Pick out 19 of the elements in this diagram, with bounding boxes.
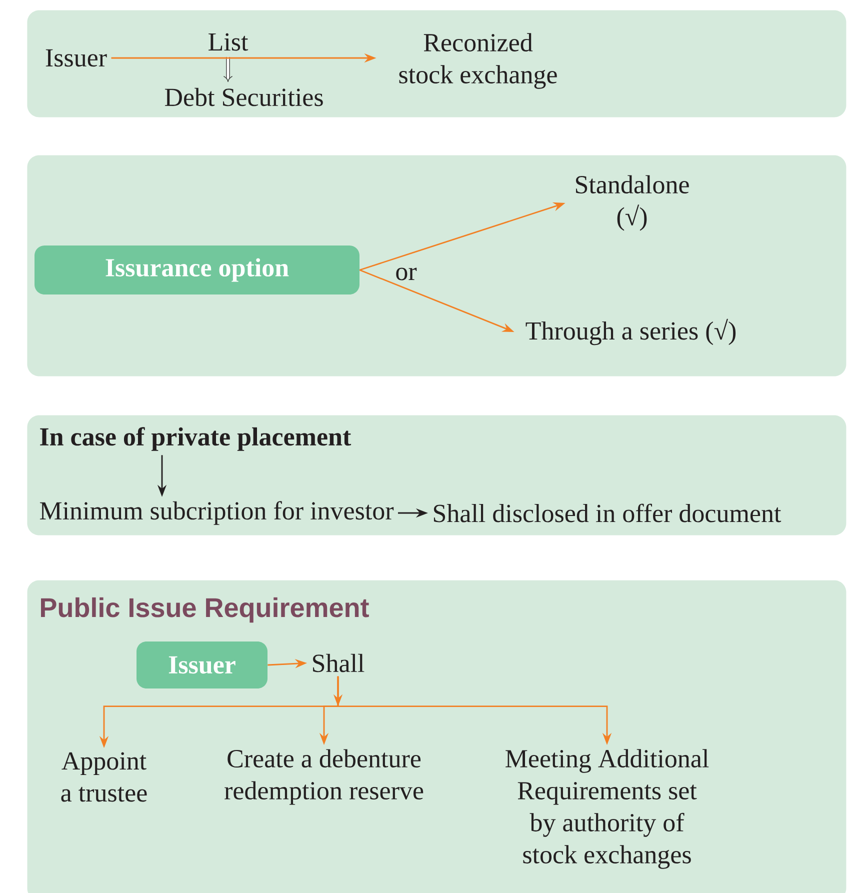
text-label: Shall disclosed in offer document bbox=[434, 504, 782, 522]
text-label: or bbox=[396, 268, 417, 280]
heading-text: In case of private placement bbox=[40, 427, 352, 451]
option-box: Issuer bbox=[136, 642, 268, 688]
text-label: Reconized stock exchange bbox=[399, 33, 557, 89]
option-box: Issurance option bbox=[34, 246, 360, 294]
text-label: Create a debenture redemption reserve bbox=[224, 749, 424, 805]
edge-label: List bbox=[206, 32, 250, 52]
text-label: Through a series (√) bbox=[526, 318, 736, 346]
text-label: Appoint a trustee bbox=[61, 752, 147, 802]
text-label: Shall bbox=[313, 654, 364, 672]
panel bbox=[27, 10, 846, 118]
panel bbox=[27, 155, 846, 376]
panel bbox=[27, 415, 846, 536]
text-label: Minimum subcription for investor bbox=[40, 501, 394, 525]
text-label: Issuer bbox=[46, 49, 107, 67]
text-label: Debt Securities bbox=[164, 88, 323, 106]
text-label: Meeting Additional Requirements set by authority of stock exchanges bbox=[506, 749, 709, 869]
text-label: Standalone (√) bbox=[576, 175, 689, 231]
